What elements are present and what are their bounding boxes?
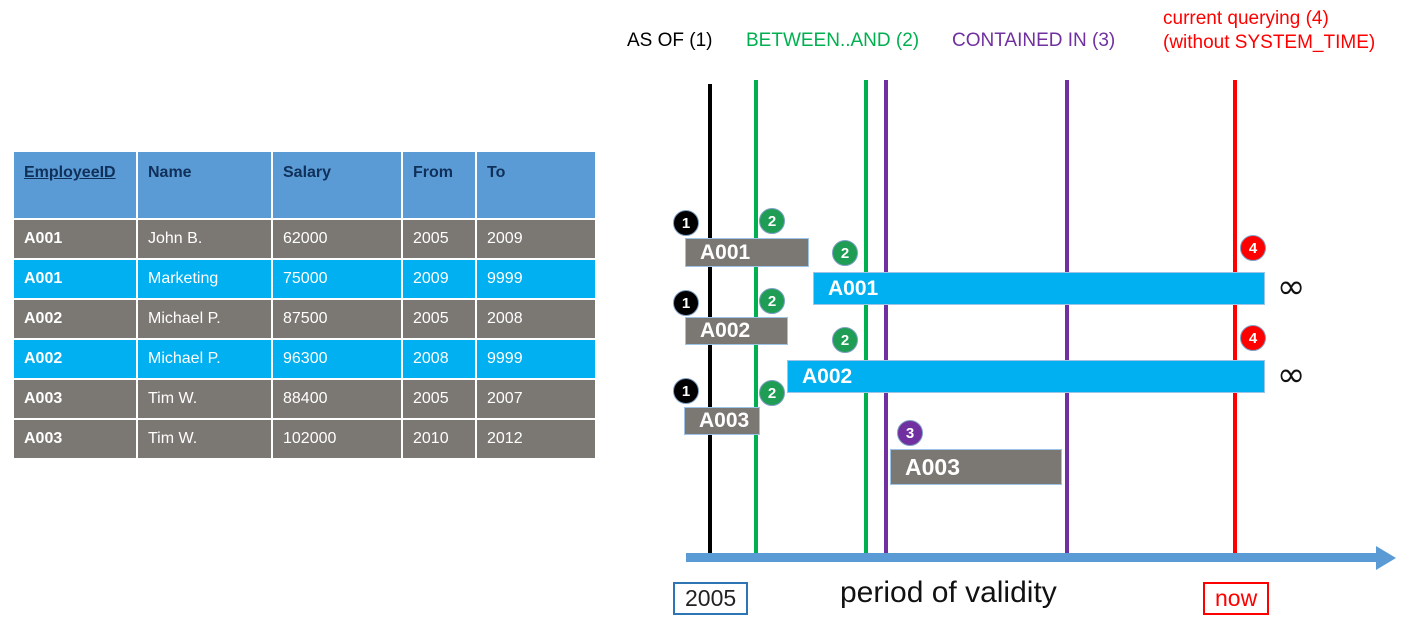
cell-salary: 96300 xyxy=(273,340,401,378)
cell-salary: 88400 xyxy=(273,380,401,418)
table-row: A002 Michael P. 96300 2008 9999 xyxy=(14,340,595,378)
column-header-salary: Salary xyxy=(273,152,401,218)
cell-name: Michael P. xyxy=(138,340,271,378)
cell-to: 9999 xyxy=(477,260,595,298)
marker-between-row4: 2 xyxy=(832,327,858,353)
time-axis-arrowhead xyxy=(1376,546,1396,570)
legend-without-system-time: (without SYSTEM_TIME) xyxy=(1163,32,1376,53)
cell-salary: 87500 xyxy=(273,300,401,338)
bar-label: A003 xyxy=(699,409,750,432)
axis-now-tag: now xyxy=(1203,582,1270,615)
bar-label: A001 xyxy=(700,240,751,264)
marker-between-row2: 2 xyxy=(832,240,858,266)
bar-label: A001 xyxy=(828,276,879,300)
cell-name: Michael P. xyxy=(138,300,271,338)
marker-as-of-row5: 1 xyxy=(673,378,699,404)
cell-salary: 102000 xyxy=(273,420,401,458)
bar-a003-second: A003 xyxy=(890,449,1062,485)
cell-salary: 75000 xyxy=(273,260,401,298)
column-header-label: EmployeeID xyxy=(24,164,116,181)
cell-from: 2008 xyxy=(403,340,475,378)
cell-to: 2012 xyxy=(477,420,595,458)
cell-employeeid: A002 xyxy=(14,300,136,338)
legend-current-querying: current querying (4) xyxy=(1163,8,1329,29)
legend-as-of: AS OF (1) xyxy=(627,30,713,51)
table-row: A001 John B. 62000 2005 2009 xyxy=(14,220,595,258)
infinity-symbol-a002: ∞ xyxy=(1277,355,1306,395)
bar-label: A003 xyxy=(905,453,960,480)
bar-a003-first: A003 xyxy=(684,407,760,435)
cell-name: John B. xyxy=(138,220,271,258)
between-end-line xyxy=(864,80,868,562)
bar-label: A002 xyxy=(700,319,751,342)
cell-employeeid: A001 xyxy=(14,260,136,298)
legend-between-and: BETWEEN..AND (2) xyxy=(746,30,920,51)
cell-to: 2007 xyxy=(477,380,595,418)
cell-from: 2005 xyxy=(403,380,475,418)
cell-from: 2005 xyxy=(403,300,475,338)
marker-between-row5-start: 2 xyxy=(759,380,785,406)
cell-employeeid: A001 xyxy=(14,220,136,258)
table-row: A001 Marketing 75000 2009 9999 xyxy=(14,260,595,298)
marker-current-row2: 4 xyxy=(1240,235,1266,261)
marker-current-row4: 4 xyxy=(1240,325,1266,351)
marker-contained-in-row6: 3 xyxy=(897,420,923,446)
column-header-from: From xyxy=(403,152,475,218)
cell-from: 2010 xyxy=(403,420,475,458)
bar-a001-current: A001 xyxy=(813,272,1265,305)
cell-to: 2009 xyxy=(477,220,595,258)
table-row: A003 Tim W. 88400 2005 2007 xyxy=(14,380,595,418)
column-header-to: To xyxy=(477,152,595,218)
cell-to: 9999 xyxy=(477,340,595,378)
marker-between-row3-start: 2 xyxy=(759,288,785,314)
employee-history-table: EmployeeID Name Salary From To A001 John… xyxy=(12,150,597,460)
legend-contained-in: CONTAINED IN (3) xyxy=(952,30,1116,51)
cell-from: 2009 xyxy=(403,260,475,298)
axis-start-tag: 2005 xyxy=(673,582,749,615)
bar-a002-historical: A002 xyxy=(685,317,788,345)
table-row: A003 Tim W. 102000 2010 2012 xyxy=(14,420,595,458)
bar-a001-historical: A001 xyxy=(685,238,809,267)
marker-as-of-row3: 1 xyxy=(673,290,699,316)
now-line xyxy=(1233,80,1237,562)
table-header-row: EmployeeID Name Salary From To xyxy=(14,152,595,218)
column-header-employeeid: EmployeeID xyxy=(14,152,136,218)
cell-name: Tim W. xyxy=(138,420,271,458)
infinity-symbol-a001: ∞ xyxy=(1277,267,1306,307)
marker-between-row1-start: 2 xyxy=(759,208,785,234)
time-axis-line xyxy=(686,553,1376,562)
axis-caption: period of validity xyxy=(840,576,1057,609)
cell-employeeid: A003 xyxy=(14,380,136,418)
cell-salary: 62000 xyxy=(273,220,401,258)
column-header-name: Name xyxy=(138,152,271,218)
bar-a002-current: A002 xyxy=(787,360,1265,393)
cell-from: 2005 xyxy=(403,220,475,258)
cell-name: Marketing xyxy=(138,260,271,298)
contained-end-line xyxy=(1065,80,1069,562)
contained-start-line xyxy=(884,80,888,562)
cell-to: 2008 xyxy=(477,300,595,338)
cell-employeeid: A002 xyxy=(14,340,136,378)
cell-employeeid: A003 xyxy=(14,420,136,458)
marker-as-of-row1: 1 xyxy=(673,210,699,236)
cell-name: Tim W. xyxy=(138,380,271,418)
table-row: A002 Michael P. 87500 2005 2008 xyxy=(14,300,595,338)
bar-label: A002 xyxy=(802,364,853,388)
